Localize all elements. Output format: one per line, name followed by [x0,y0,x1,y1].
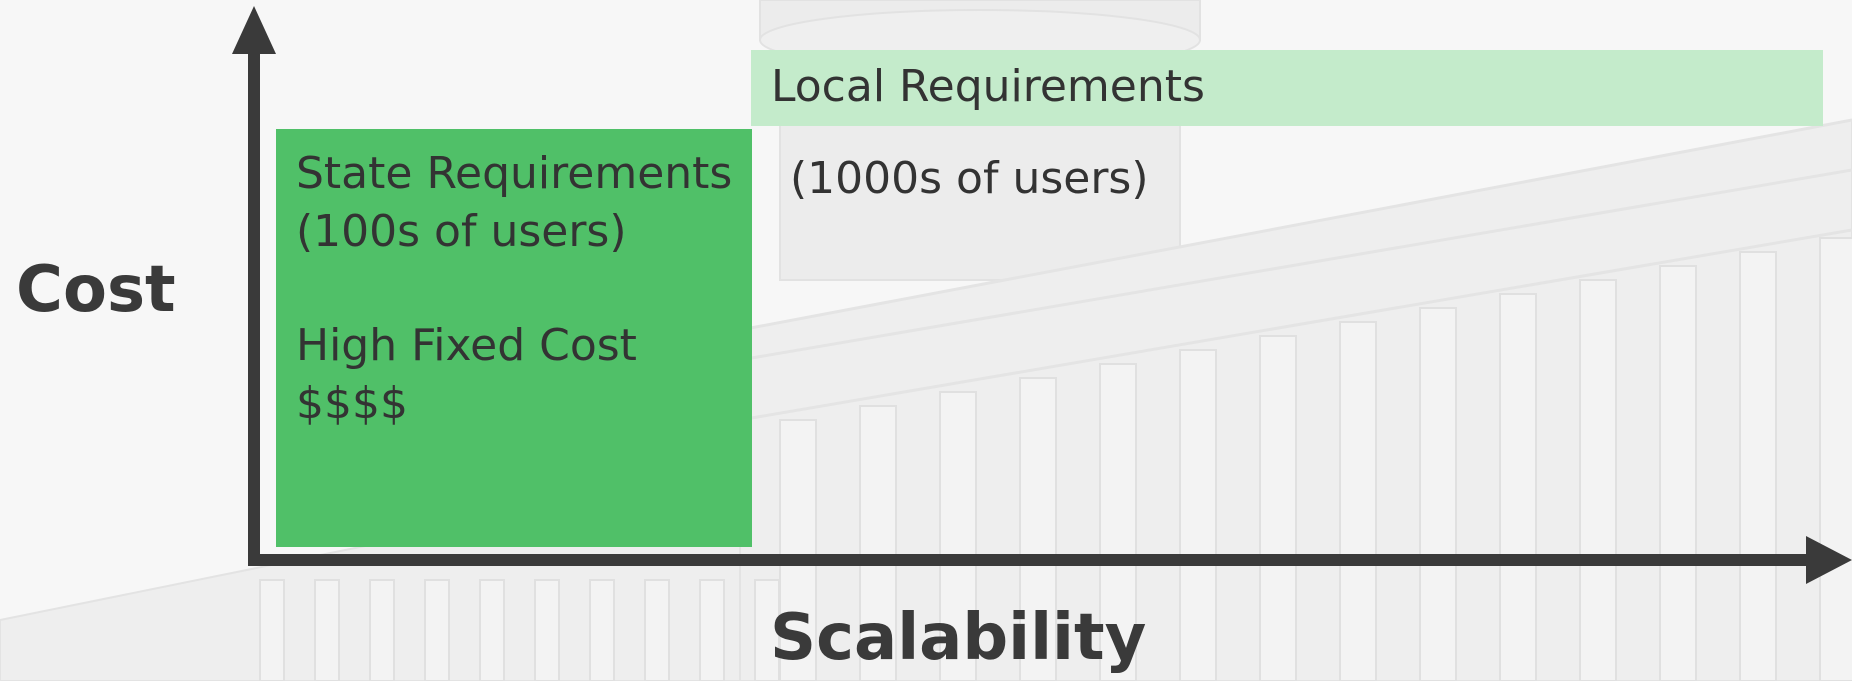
background-column [1179,349,1217,681]
local-requirements-title: Local Requirements [771,61,1205,112]
background-column [939,391,977,681]
background-column [699,579,725,681]
background-column [1019,377,1057,681]
local-users-label: (1000s of users) [790,153,1149,204]
cost-symbol-label: $$$$ [296,378,408,429]
background-column [1259,335,1297,681]
high-fixed-cost-label: High Fixed Cost [296,320,637,371]
state-requirements-box: State Requirements (100s of users) High … [276,129,752,547]
background-column [1739,251,1777,681]
background-column [1499,293,1537,681]
background-column [1819,237,1852,681]
state-users-label: (100s of users) [296,206,627,257]
background-column [859,405,897,681]
state-requirements-title: State Requirements [296,148,733,199]
background-column [644,579,670,681]
background-column [1579,279,1617,681]
background-column [424,579,450,681]
background-column [754,579,780,681]
background-column [1419,307,1457,681]
background-column [534,579,560,681]
background-column [1339,321,1377,681]
background-column [1099,363,1137,681]
background-column [779,419,817,681]
local-requirements-bar: Local Requirements [751,50,1823,126]
background-column [479,579,505,681]
background-column [314,579,340,681]
background-column [1659,265,1697,681]
background-column [259,579,285,681]
x-axis-label: Scalability [770,601,1147,675]
background-column [589,579,615,681]
background-column [369,579,395,681]
y-axis-label: Cost [16,253,176,327]
